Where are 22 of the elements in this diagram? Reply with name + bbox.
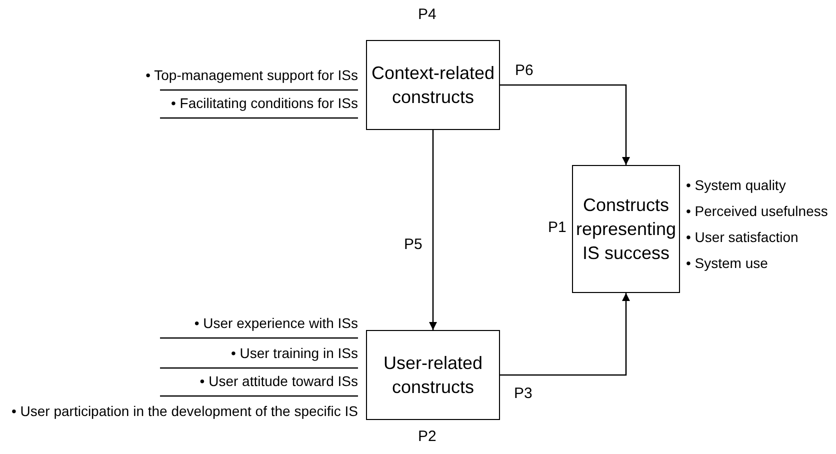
- bullet-item: • System quality: [686, 176, 786, 195]
- arrow: [429, 130, 437, 330]
- proposition-label: P2: [418, 428, 436, 446]
- bullet-item: • User training in ISs: [230, 344, 358, 363]
- arrow: [500, 293, 630, 376]
- bullet-item: • User participation in the development of the specific IS: [11, 402, 358, 421]
- bullet-item: • User attitude toward ISs: [200, 372, 358, 391]
- construct-box: [366, 330, 500, 420]
- bullet-item: • Facilitating conditions for ISs: [171, 94, 358, 113]
- construct-box: [572, 165, 680, 293]
- box-label: Constructs representing IS success: [576, 194, 676, 265]
- bullet-item: • Top-management support for ISs: [146, 66, 358, 85]
- bullet-item: • Perceived usefulness: [686, 202, 828, 221]
- box-label: Context-related constructs: [371, 62, 495, 109]
- arrow: [500, 84, 630, 165]
- box-label: User-related constructs: [382, 352, 484, 399]
- bullet-item: • System use: [686, 254, 768, 273]
- proposition-label: P1: [548, 219, 566, 237]
- bullet-item: • User satisfaction: [686, 228, 798, 247]
- proposition-label: P4: [418, 6, 436, 24]
- construct-box: [366, 40, 500, 130]
- bullet-item: • User experience with ISs: [194, 314, 358, 333]
